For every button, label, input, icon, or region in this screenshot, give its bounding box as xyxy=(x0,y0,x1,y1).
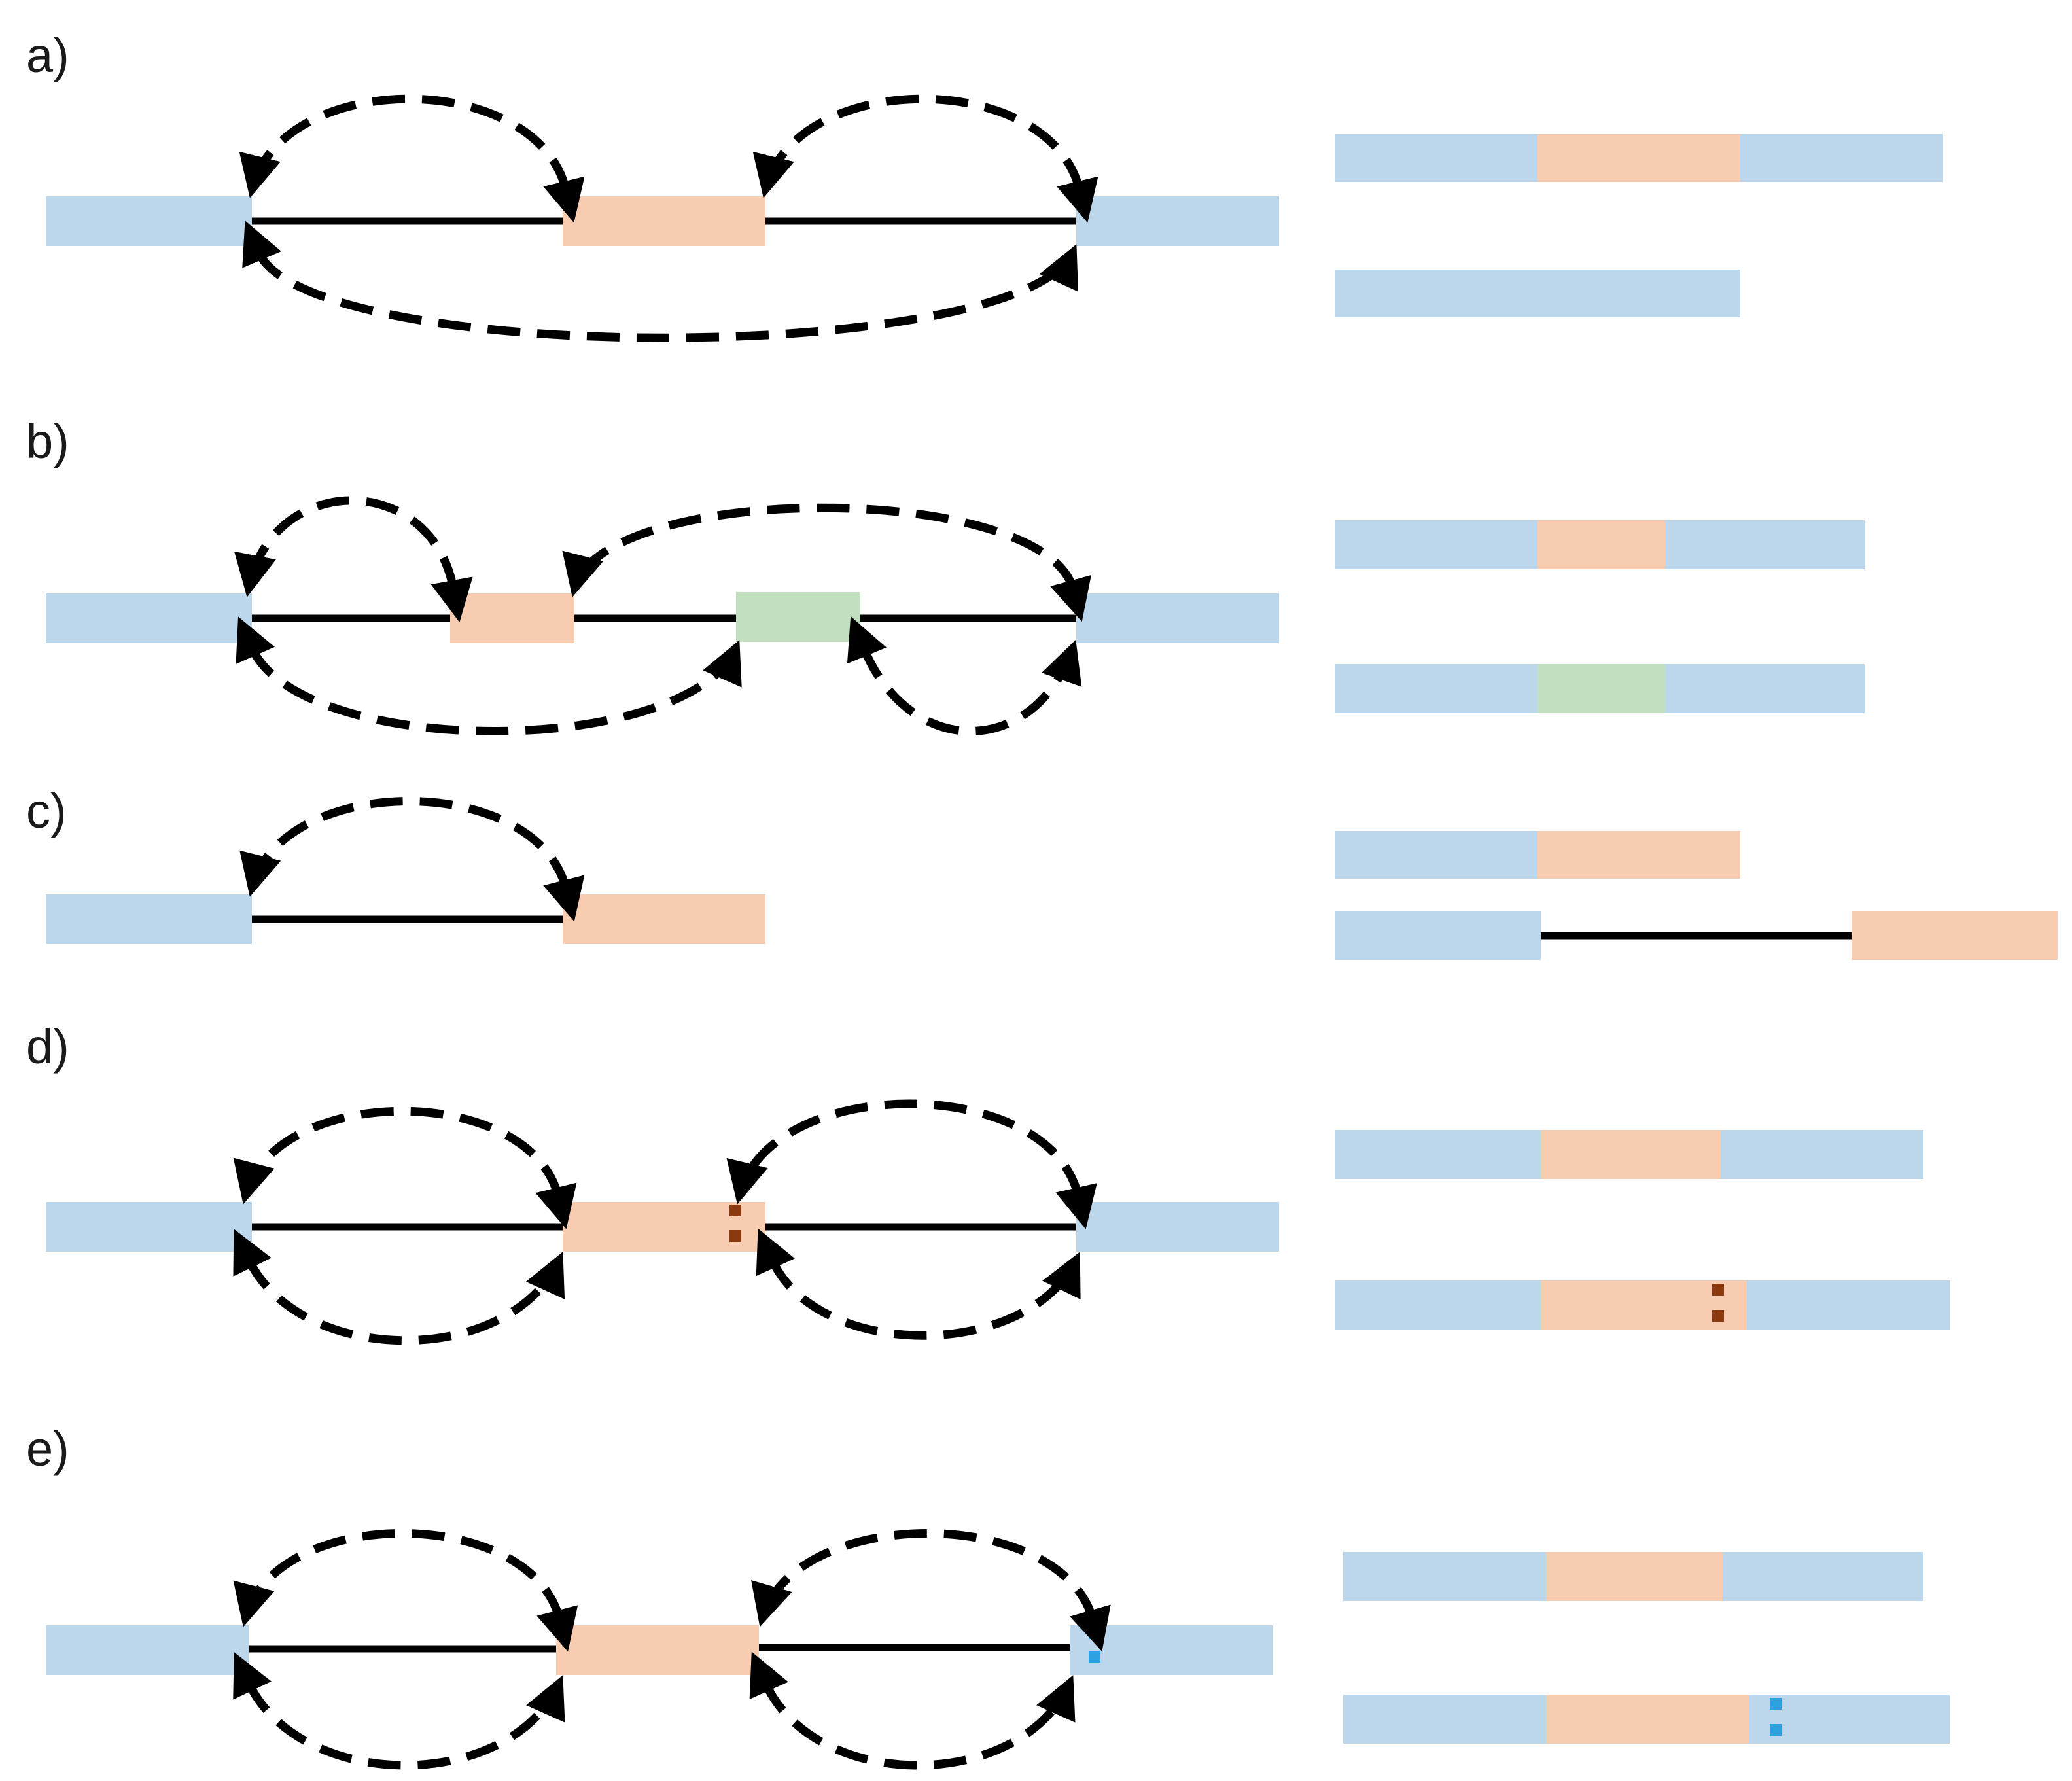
splice-site-marker xyxy=(729,1205,741,1216)
isoform-exon-green xyxy=(1537,664,1665,713)
junction-arrow xyxy=(242,220,1078,342)
isoform-exon-orange xyxy=(1852,911,2058,960)
panel-b-isoforms xyxy=(1335,520,1865,713)
junction-arrow xyxy=(233,1229,565,1345)
junction-arrow xyxy=(847,616,1082,735)
isoform-exon-orange xyxy=(1541,1130,1721,1179)
exon-alternative xyxy=(563,894,765,944)
exon-constitutive-left xyxy=(46,1202,252,1252)
isoform-exon-blue xyxy=(1335,134,1537,182)
junction-arrow xyxy=(233,1652,565,1770)
isoform-exon-blue xyxy=(1537,270,1740,317)
junction-arrow xyxy=(756,1228,1081,1340)
panel-a-junction-arcs xyxy=(239,94,1098,342)
junction-arrow xyxy=(562,503,1091,622)
exon-alternative-orange xyxy=(450,593,574,643)
isoform-exon-orange xyxy=(1537,134,1740,182)
splice-site-marker xyxy=(729,1230,741,1242)
junction-arrow xyxy=(239,94,585,223)
splice-site-marker xyxy=(1770,1724,1782,1736)
isoform-exon-blue xyxy=(1335,270,1537,317)
isoform-exon-blue xyxy=(1749,1695,1950,1744)
panel-c-gene-model xyxy=(46,894,765,944)
junction-arrow xyxy=(233,1529,578,1652)
panel-label-c: c) xyxy=(26,784,67,838)
junction-arrow xyxy=(234,496,473,623)
panel-c-isoforms xyxy=(1335,831,2058,960)
isoform-exon-blue xyxy=(1335,831,1537,879)
isoform-exon-blue xyxy=(1343,1552,1546,1601)
panel-e-gene-model xyxy=(46,1625,1273,1675)
exon-alternative-green xyxy=(736,592,860,642)
exon-constitutive-left xyxy=(46,894,252,944)
splice-site-marker xyxy=(1712,1284,1724,1296)
isoform-exon-blue xyxy=(1335,520,1537,569)
isoform-exon-blue xyxy=(1665,520,1865,569)
exon-constitutive-left xyxy=(46,1625,249,1675)
panel-c-junction-arcs xyxy=(239,797,585,922)
isoform-exon-blue xyxy=(1343,1695,1546,1744)
panel-b-gene-model xyxy=(46,592,1279,643)
exon-constitutive-left xyxy=(46,196,252,246)
exon-constitutive-left xyxy=(46,593,252,643)
exon-alternative xyxy=(556,1625,759,1675)
panel-b: b) xyxy=(26,414,1865,735)
panel-d-junction-arcs xyxy=(233,1099,1097,1345)
isoform-exon-blue xyxy=(1740,134,1943,182)
isoform-exon-blue xyxy=(1723,1552,1923,1601)
junction-arrow xyxy=(749,1651,1076,1770)
splice-site-marker xyxy=(1089,1627,1100,1639)
panel-a-isoforms xyxy=(1335,134,1943,317)
splice-site-marker xyxy=(1089,1651,1100,1663)
isoform-exon-orange xyxy=(1546,1695,1749,1744)
panel-d: d) xyxy=(26,1019,1950,1345)
panel-label-e: e) xyxy=(26,1422,69,1476)
isoform-exon-blue xyxy=(1665,664,1865,713)
junction-arrow xyxy=(239,797,585,922)
panel-d-isoforms xyxy=(1335,1130,1950,1330)
isoform-exon-orange xyxy=(1537,831,1740,879)
isoform-exon-orange xyxy=(1537,520,1665,569)
junction-arrow xyxy=(726,1099,1097,1229)
panel-label-a: a) xyxy=(26,28,69,82)
junction-arrow xyxy=(751,1529,1111,1651)
panel-e-junction-arcs xyxy=(233,1529,1111,1770)
panel-a: a) xyxy=(26,28,1943,342)
panel-c: c) xyxy=(26,784,2058,960)
panel-b-junction-arcs xyxy=(234,496,1091,735)
junction-arrow xyxy=(752,94,1098,223)
panel-a-gene-model xyxy=(46,196,1279,246)
isoform-exon-blue xyxy=(1335,1280,1541,1330)
panel-label-d: d) xyxy=(26,1019,69,1074)
junction-arrow xyxy=(233,1106,577,1229)
exon-constitutive-right xyxy=(1076,1202,1279,1252)
isoform-exon-blue xyxy=(1335,664,1537,713)
exon-alternative xyxy=(563,196,765,246)
splice-site-marker xyxy=(1712,1310,1724,1322)
junction-arrow xyxy=(236,616,742,735)
splice-site-marker xyxy=(1770,1698,1782,1710)
exon-constitutive-right xyxy=(1076,196,1279,246)
exon-constitutive-right xyxy=(1076,593,1279,643)
panel-e-isoforms xyxy=(1343,1552,1950,1744)
isoform-exon-orange xyxy=(1546,1552,1723,1601)
isoform-exon-blue xyxy=(1335,911,1541,960)
isoform-exon-blue xyxy=(1335,1130,1541,1179)
panel-label-b: b) xyxy=(26,414,69,468)
panel-d-gene-model xyxy=(46,1202,1279,1252)
isoform-exon-blue xyxy=(1721,1130,1923,1179)
panel-e: e) xyxy=(26,1422,1950,1770)
isoform-exon-blue xyxy=(1747,1280,1950,1330)
